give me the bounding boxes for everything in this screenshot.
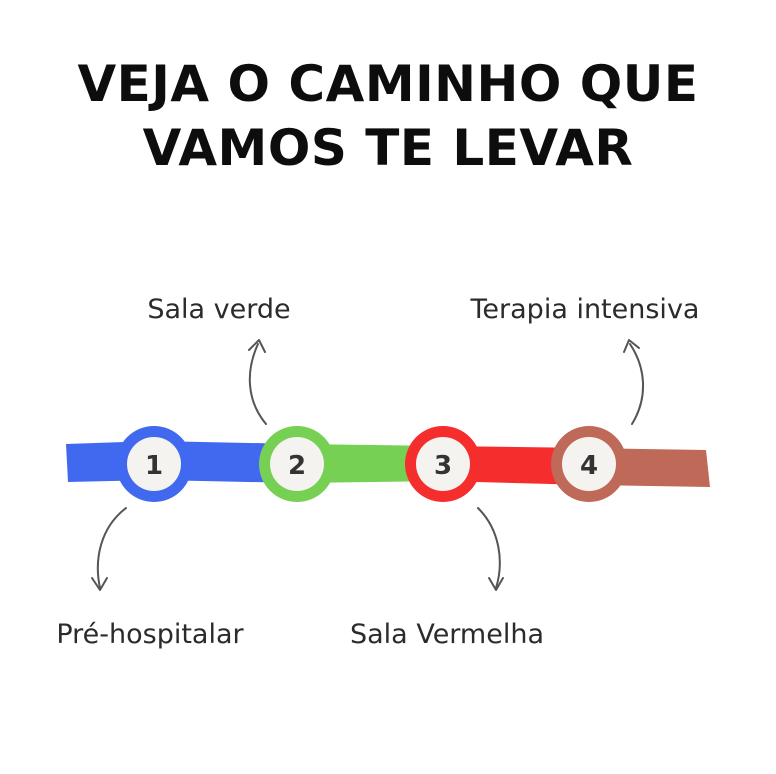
step-number-2: 2 xyxy=(288,451,306,481)
arrow-icon-step-1 xyxy=(91,507,127,591)
page-title: VEJA O CAMINHO QUE VAMOS TE LEVAR xyxy=(0,52,776,180)
title-line-1: VEJA O CAMINHO QUE xyxy=(77,55,699,113)
step-marker-3: 3 xyxy=(405,426,481,502)
step-label-2: Sala verde xyxy=(147,294,290,325)
step-marker-2: 2 xyxy=(259,426,335,502)
step-number-1: 1 xyxy=(145,451,163,481)
arrow-icon-step-3 xyxy=(477,507,504,591)
step-marker-1: 1 xyxy=(116,426,192,502)
step-label-4: Terapia intensiva xyxy=(470,294,700,325)
arrow-icon-step-2 xyxy=(248,339,267,425)
step-number-3: 3 xyxy=(434,451,452,481)
step-marker-4: 4 xyxy=(551,426,627,502)
title-line-2: VAMOS TE LEVAR xyxy=(142,119,634,177)
arrow-icon-step-4 xyxy=(623,339,644,425)
step-number-4: 4 xyxy=(580,451,598,481)
step-label-3: Sala Vermelha xyxy=(350,619,544,650)
step-label-1: Pré-hospitalar xyxy=(56,619,244,650)
